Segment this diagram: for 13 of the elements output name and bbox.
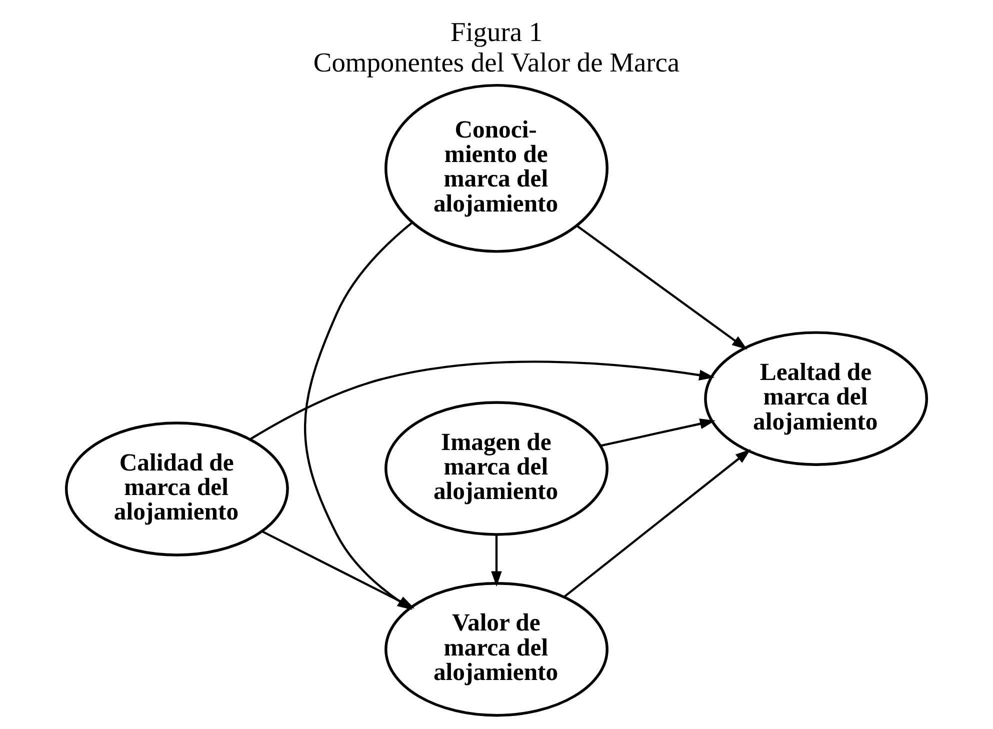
arrow [491, 534, 502, 587]
arrow [563, 449, 751, 598]
node-ellipse: Imagen de marca del alojamiento [384, 401, 608, 536]
node-ellipse: Valor de marca del alojamiento [384, 582, 608, 717]
arrow [261, 530, 415, 609]
node-ellipse: Lealtad de marca del alojamiento [704, 331, 928, 466]
arrow [600, 418, 716, 447]
diagram-title: Figura 1 [450, 17, 543, 48]
arrow [250, 360, 715, 440]
node-ellipse: Calidad de marca del alojamiento [64, 422, 289, 556]
arrow [576, 224, 748, 350]
node-ellipse: Conoci- miento de marca del alojamiento [384, 84, 608, 253]
caption: Componentes del Valor de Marca [313, 47, 680, 78]
